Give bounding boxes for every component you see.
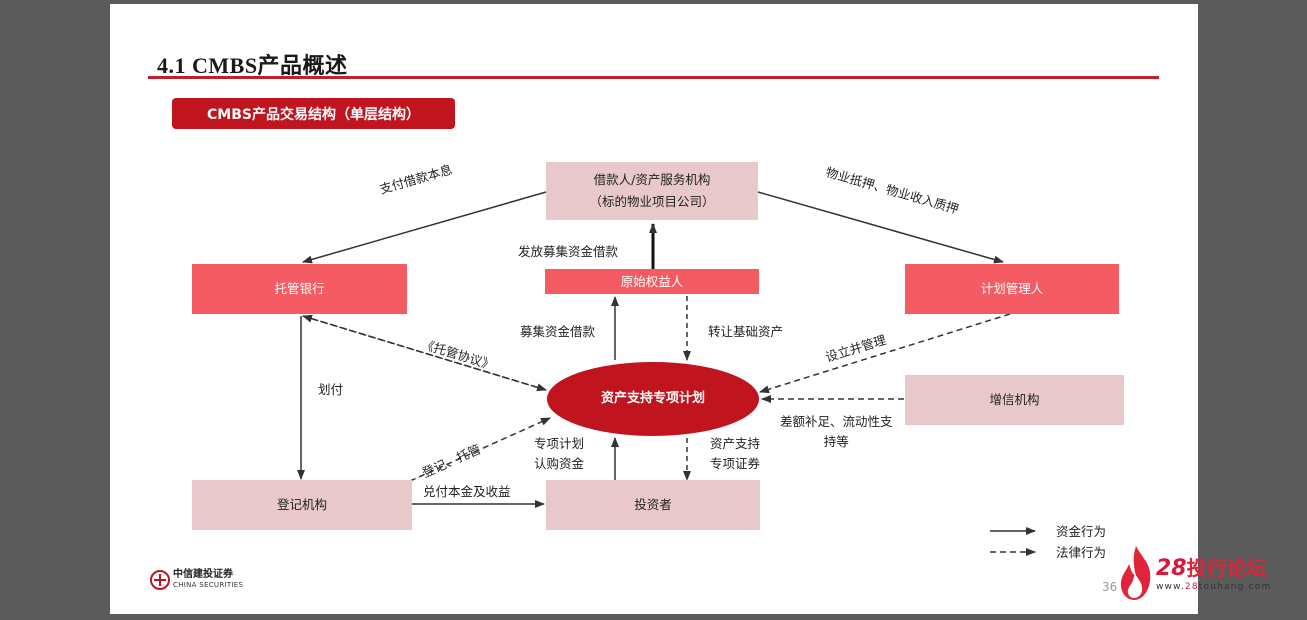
node-investor: 投资者 bbox=[546, 480, 760, 530]
arrow-borrower-to-custodian bbox=[302, 191, 547, 264]
node-special-plan: 资产支持专项计划 bbox=[547, 362, 759, 436]
flame-icon bbox=[1120, 546, 1151, 600]
arrow-custodian-to-plan bbox=[302, 315, 547, 392]
logo-cn-text: 中信建投证券 bbox=[173, 569, 233, 580]
title-divider bbox=[148, 76, 1159, 79]
legend-fund-flow: 资金行为 bbox=[1056, 524, 1107, 539]
label-enhance: 差额补足、流动性支 持等 bbox=[780, 412, 893, 452]
node-borrower-line2: （标的物业项目公司） bbox=[589, 194, 715, 209]
label-allocate: 划付 bbox=[318, 382, 344, 397]
arrow-registrar-to-plan bbox=[409, 417, 551, 482]
node-plan-manager: 计划管理人 bbox=[905, 264, 1119, 314]
watermark-url: www.28touhang.com bbox=[1156, 582, 1271, 592]
china-securities-logo-icon bbox=[150, 570, 170, 590]
page-number: 36 bbox=[1102, 580, 1118, 594]
label-redeem: 兑付本金及收益 bbox=[423, 484, 511, 499]
company-logo: 中信建投证券 CHINA SECURITIES bbox=[150, 570, 243, 590]
label-transfer-assets: 转让基础资产 bbox=[708, 324, 784, 339]
watermark-url-post: touhang.com bbox=[1198, 582, 1272, 592]
label-enhance-line2: 持等 bbox=[823, 434, 849, 449]
label-subscribe-line1: 专项计划 bbox=[534, 436, 585, 451]
node-original-beneficiary: 原始权益人 bbox=[545, 269, 759, 294]
label-securities-line1: 资产支持 bbox=[710, 436, 761, 451]
node-custodian-bank: 托管银行 bbox=[192, 264, 407, 314]
watermark-url-pre: www. bbox=[1156, 582, 1185, 592]
arrow-borrower-to-manager bbox=[757, 191, 1004, 264]
page-title: 4.1 CMBS产品概述 bbox=[157, 53, 348, 78]
watermark-brand-cn: 投行论坛 bbox=[1186, 556, 1267, 580]
label-issue-loan: 发放募集资金借款 bbox=[518, 244, 619, 259]
node-registrar: 登记机构 bbox=[192, 480, 412, 530]
section-tag: CMBS产品交易结构（单层结构） bbox=[172, 98, 455, 129]
watermark-url-hl: 28 bbox=[1184, 582, 1199, 592]
label-subscribe-line2: 认购资金 bbox=[534, 456, 585, 471]
watermark: 28投行论坛 www.28touhang.com bbox=[1118, 544, 1288, 604]
label-raise-loan: 募集资金借款 bbox=[520, 324, 596, 339]
arrow-manager-to-plan bbox=[759, 313, 1011, 394]
label-enhance-line1: 差额补足、流动性支 bbox=[780, 414, 893, 429]
watermark-title: 28投行论坛 bbox=[1156, 552, 1267, 581]
node-borrower-line1: 借款人/资产服务机构 bbox=[593, 172, 711, 187]
connector-layer bbox=[297, 191, 1036, 556]
label-subscribe: 专项计划 认购资金 bbox=[534, 434, 584, 474]
label-securities: 资产支持 专项证券 bbox=[710, 434, 760, 474]
legend-legal-flow: 法律行为 bbox=[1056, 545, 1107, 560]
node-credit-enhancer: 增信机构 bbox=[905, 375, 1124, 425]
label-securities-line2: 专项证券 bbox=[710, 456, 761, 471]
watermark-brand-num: 28 bbox=[1156, 556, 1187, 581]
slide: 4.1 CMBS产品概述 CMBS产品交易结构（单层结构） bbox=[110, 4, 1198, 614]
node-borrower: 借款人/资产服务机构 （标的物业项目公司） bbox=[546, 162, 758, 220]
logo-en-text: CHINA SECURITIES bbox=[173, 581, 244, 589]
